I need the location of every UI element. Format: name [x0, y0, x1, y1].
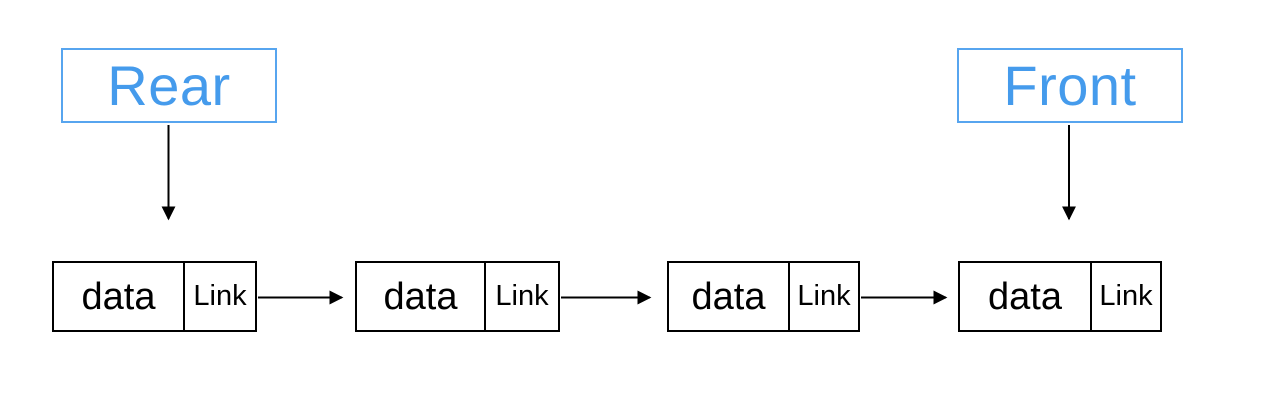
front-pointer-box: Front: [957, 48, 1183, 123]
list-node-2: data Link: [355, 261, 560, 332]
node-4-data-label: data: [988, 275, 1062, 318]
list-node-3: data Link: [667, 261, 860, 332]
node-3-link-cell: Link: [790, 261, 860, 332]
node-1-link-label: Link: [193, 280, 247, 312]
node-3-link-label: Link: [797, 280, 851, 312]
node-2-link-label: Link: [495, 280, 549, 312]
list-node-1: data Link: [52, 261, 257, 332]
rear-pointer-box: Rear: [61, 48, 277, 123]
node-2-data-label: data: [383, 275, 458, 318]
node-4-link-label: Link: [1099, 280, 1153, 312]
list-node-4: data Link: [958, 261, 1162, 332]
node-3-data-label: data: [691, 275, 766, 318]
front-pointer-label: Front: [1003, 53, 1137, 117]
node-1-data-cell: data: [52, 261, 185, 332]
node-4-link-cell: Link: [1092, 261, 1162, 332]
node-4-data-cell: data: [958, 261, 1092, 332]
node-2-link-cell: Link: [486, 261, 560, 332]
node-2-data-cell: data: [355, 261, 486, 332]
node-3-data-cell: data: [667, 261, 790, 332]
node-1-data-label: data: [81, 275, 156, 318]
rear-pointer-label: Rear: [107, 53, 231, 117]
node-1-link-cell: Link: [185, 261, 257, 332]
